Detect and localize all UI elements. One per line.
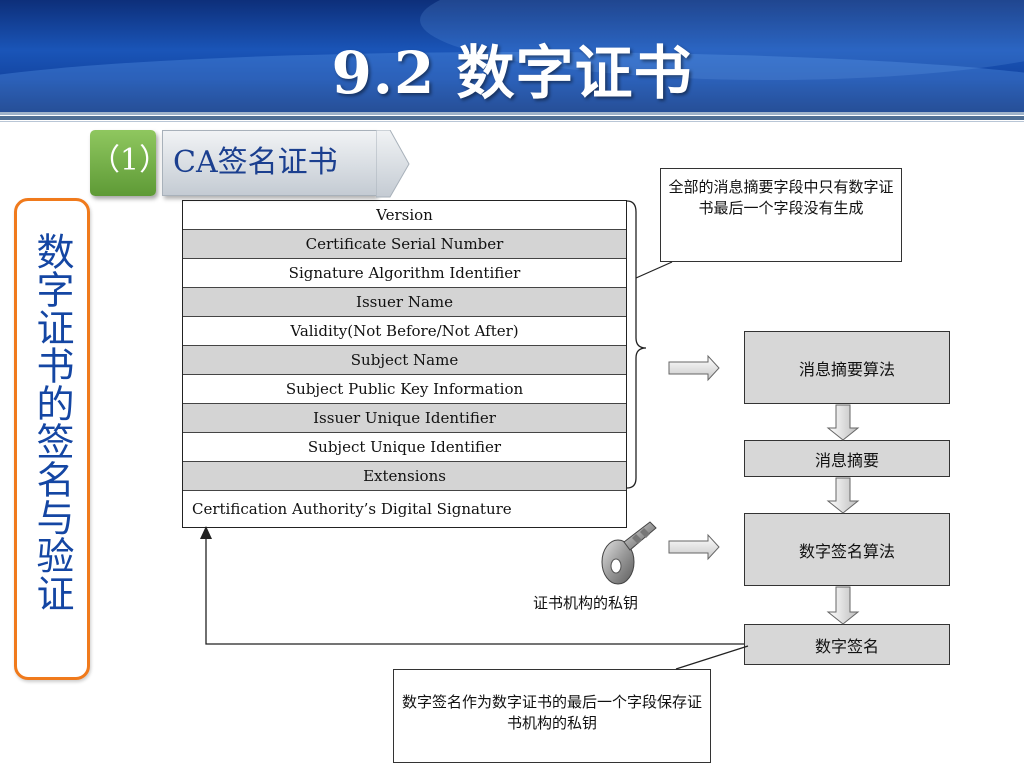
field-row-serial-number: Certificate Serial Number: [183, 230, 626, 259]
field-row-subject-name: Subject Name: [183, 346, 626, 375]
field-row-subject-unique-id: Subject Unique Identifier: [183, 433, 626, 462]
section-label: CA签名证书: [162, 130, 376, 196]
field-row-extensions: Extensions: [183, 462, 626, 491]
side-label: 数字证书的签名与验证: [30, 232, 74, 612]
hash-algorithm-box: 消息摘要算法: [744, 331, 950, 404]
signature-return-line: [205, 536, 744, 645]
key-caption: 证书机构的私钥: [533, 594, 639, 612]
key-icon: [601, 521, 657, 585]
section-number: （1）: [90, 130, 169, 196]
certificate-field-table: Version Certificate Serial Number Signat…: [182, 200, 627, 528]
block-arrow-icon: [826, 477, 860, 514]
field-group-brace: [626, 200, 647, 489]
header-rule: [0, 116, 1024, 120]
field-row-issuer-unique-id: Issuer Unique Identifier: [183, 404, 626, 433]
header-rule: [0, 112, 1024, 115]
block-arrow-icon: [826, 586, 860, 625]
note-top-connector: [635, 261, 673, 279]
note-top: 全部的消息摘要字段中只有数字证书最后一个字段没有生成: [660, 168, 902, 262]
note-bottom: 数字签名作为数字证书的最后一个字段保存证书机构的私钥: [393, 669, 711, 763]
field-row-ca-signature: Certification Authority’s Digital Signat…: [192, 500, 512, 518]
side-label-frame: [14, 198, 90, 680]
note-bottom-connector: [675, 645, 749, 670]
section-tag-arrow-icon: [376, 130, 410, 198]
field-row-issuer-name: Issuer Name: [183, 288, 626, 317]
slide-title: 9.2 数字证书: [331, 39, 693, 107]
message-digest-box: 消息摘要: [744, 440, 950, 477]
block-arrow-icon: [826, 404, 860, 441]
digital-signature-box: 数字签名: [744, 624, 950, 665]
field-row-version: Version: [183, 201, 626, 230]
field-row-validity: Validity(Not Before/Not After): [183, 317, 626, 346]
title-banner: 9.2 数字证书: [0, 0, 1024, 112]
block-arrow-icon: [668, 533, 720, 561]
field-row-signature-algorithm: Signature Algorithm Identifier: [183, 259, 626, 288]
banner-wave: [0, 52, 1024, 112]
header-rule: [0, 121, 1024, 122]
field-row-subject-public-key: Subject Public Key Information: [183, 375, 626, 404]
block-arrow-icon: [668, 354, 720, 382]
signature-algorithm-box: 数字签名算法: [744, 513, 950, 586]
